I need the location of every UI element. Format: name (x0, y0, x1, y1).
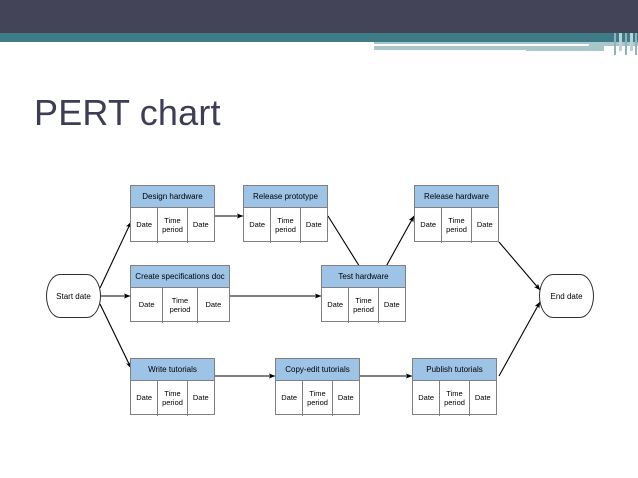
cell-time-period: Time period (271, 208, 301, 243)
header-steel-stripe-2 (374, 46, 604, 51)
header-tick-4 (630, 33, 633, 51)
node-create-spec-doc-title: Create specifications doc (131, 266, 229, 288)
cell-start-date: Date (131, 381, 159, 416)
edge-test-hardware-to-release-hardware (382, 215, 415, 273)
node-write-tutorials[interactable]: Write tutorials Date Time period Date (130, 358, 215, 416)
node-test-hardware-title: Test hardware (322, 266, 405, 288)
node-test-hardware[interactable]: Test hardware Date Time period Date (321, 265, 406, 323)
cell-end-date: Date (474, 393, 491, 403)
node-release-hardware[interactable]: Release hardware Date Time period Date (414, 185, 499, 243)
cell-time-period: Time period (158, 381, 188, 416)
cell-start-date: Date (276, 381, 304, 416)
cell-end-date: Date (305, 220, 322, 230)
terminal-end-date-label: End date (550, 291, 583, 301)
cell-time-period: Time period (163, 288, 198, 323)
node-publish-tutorials-title: Publish tutorials (413, 359, 496, 381)
cell-end-date: Date (205, 300, 222, 310)
edge-start-to-design-hardware (99, 221, 132, 289)
header-white-stripe-1 (374, 44, 589, 47)
cell-start-date: Date (244, 208, 272, 243)
node-publish-tutorials-cells: Date Time period Date (413, 381, 496, 416)
header-teal-band (0, 33, 638, 42)
edge-publish-tutorials-to-end (498, 301, 541, 377)
header-steel-stripe-3 (524, 46, 604, 49)
cell-start-date: Date (131, 208, 159, 243)
cell-time-period: Time period (442, 208, 472, 243)
cell-start-date: Date (415, 208, 443, 243)
node-write-tutorials-title: Write tutorials (131, 359, 214, 381)
node-design-hardware-title: Design hardware (131, 186, 214, 208)
node-create-spec-doc[interactable]: Create specifications doc Date Time peri… (130, 265, 230, 323)
node-design-hardware-cells: Date Time period Date (131, 208, 214, 243)
edge-start-to-write-tutorials (99, 303, 132, 369)
pert-chart-diagram: Start date End date Design hardware Date… (0, 150, 638, 460)
node-release-prototype[interactable]: Release prototype Date Time period Date (243, 185, 328, 243)
node-publish-tutorials[interactable]: Publish tutorials Date Time period Date (412, 358, 497, 416)
cell-end-date: Date (337, 393, 354, 403)
edge-release-prototype-to-test-hardware (327, 215, 364, 273)
cell-end-date: Date (383, 300, 400, 310)
cell-end-date: Date (192, 393, 209, 403)
cell-time-period: Time period (303, 381, 333, 416)
node-write-tutorials-cells: Date Time period Date (131, 381, 214, 416)
header-tick-1 (614, 33, 616, 55)
header-dark-band (0, 0, 638, 33)
slide-header-band (0, 0, 638, 60)
node-copy-edit-tutorials[interactable]: Copy-edit tutorials Date Time period Dat… (275, 358, 360, 416)
node-release-hardware-cells: Date Time period Date (415, 208, 498, 243)
node-release-prototype-cells: Date Time period Date (244, 208, 327, 243)
cell-time-period: Time period (158, 208, 188, 243)
edge-layer (99, 213, 541, 379)
node-test-hardware-cells: Date Time period Date (322, 288, 405, 323)
node-release-prototype-title: Release prototype (244, 186, 327, 208)
node-design-hardware[interactable]: Design hardware Date Time period Date (130, 185, 215, 243)
cell-start-date: Date (131, 288, 164, 323)
cell-start-date: Date (413, 381, 441, 416)
page-title: PERT chart (34, 92, 221, 133)
node-release-hardware-title: Release hardware (415, 186, 498, 208)
terminal-start-date[interactable]: Start date (46, 274, 101, 318)
terminal-end-date[interactable]: End date (539, 274, 594, 318)
cell-time-period: Time period (440, 381, 470, 416)
node-copy-edit-tutorials-title: Copy-edit tutorials (276, 359, 359, 381)
node-copy-edit-tutorials-cells: Date Time period Date (276, 381, 359, 416)
cell-start-date: Date (322, 288, 350, 323)
node-create-spec-doc-cells: Date Time period Date (131, 288, 229, 323)
header-tick-3 (625, 33, 627, 55)
edge-release-hardware-to-end (498, 241, 541, 291)
header-tick-2 (619, 33, 622, 51)
terminal-start-date-label: Start date (56, 291, 91, 301)
cell-end-date: Date (476, 220, 493, 230)
header-white-stripe-2 (374, 50, 526, 53)
cell-time-period: Time period (349, 288, 379, 323)
cell-end-date: Date (192, 220, 209, 230)
header-tick-5 (635, 33, 637, 55)
